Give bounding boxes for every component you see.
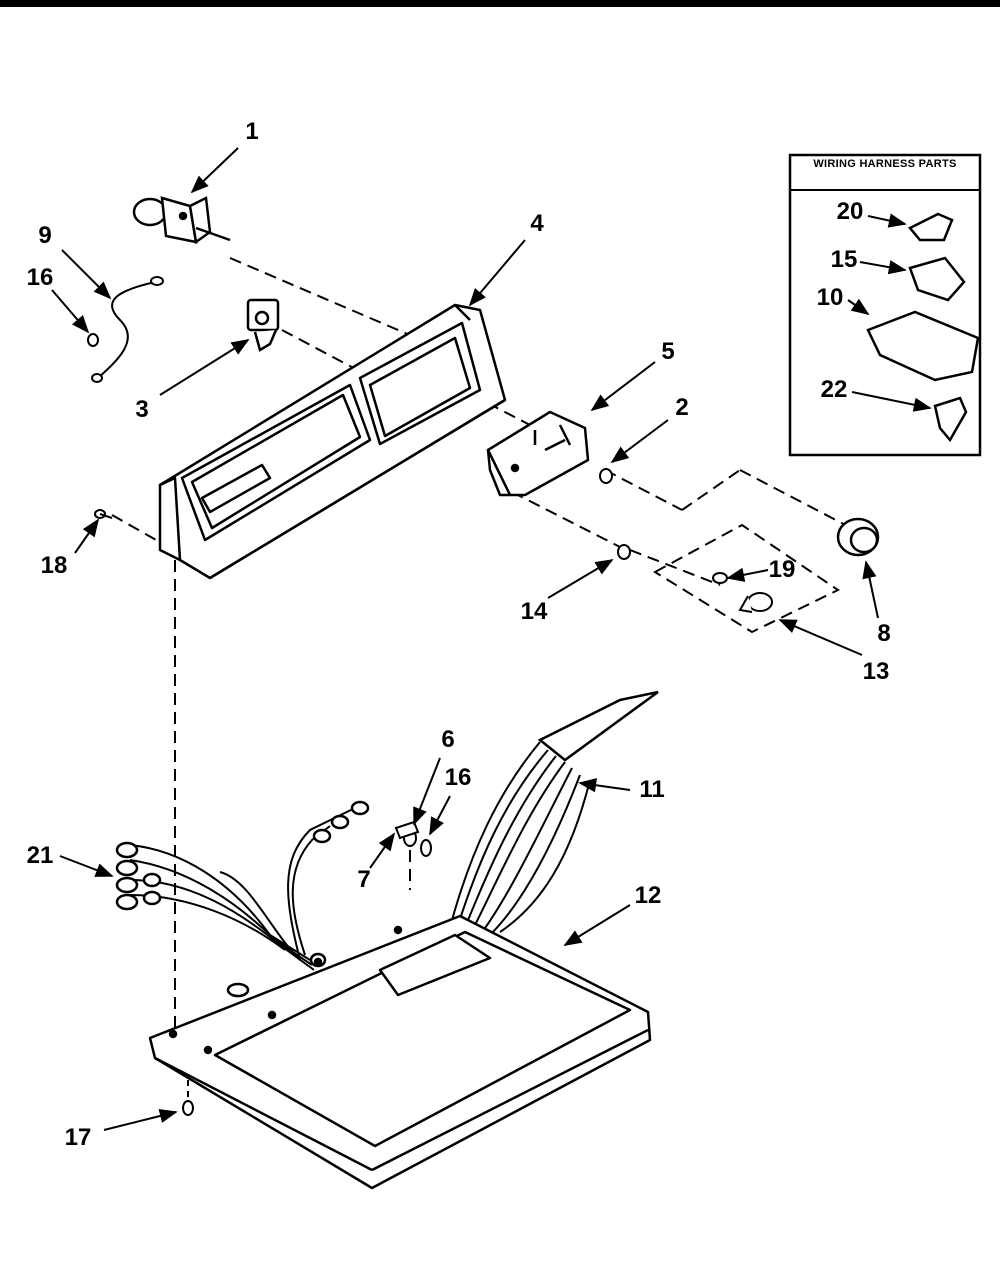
callout-9: 9 — [38, 222, 52, 249]
callout-8: 8 — [877, 620, 891, 647]
callout-6: 6 — [441, 726, 455, 753]
callout-16-panel: 16 — [444, 764, 472, 791]
screws — [95, 469, 630, 559]
part-1-switch — [134, 198, 230, 242]
callout-17: 17 — [64, 1124, 92, 1151]
callout-1: 1 — [245, 118, 259, 145]
callout-7: 7 — [357, 866, 371, 893]
part-3-switch — [248, 300, 278, 350]
callout-13: 13 — [862, 658, 890, 685]
wiring-harness-title: WIRING HARNESS PARTS — [813, 158, 957, 170]
leader-arrows — [52, 148, 932, 1130]
part-11-main-harness — [448, 692, 658, 935]
parts-6-7-16 — [396, 822, 431, 856]
part-4-console — [160, 305, 505, 578]
part-21-harness — [117, 802, 368, 970]
callout-19: 19 — [768, 556, 796, 583]
part-19-13 — [713, 573, 772, 612]
part-8-knob — [838, 519, 878, 555]
callout-2: 2 — [675, 394, 689, 421]
callout-16-cord: 16 — [26, 264, 54, 291]
callout-22: 22 — [820, 376, 848, 403]
part-9-cord — [88, 277, 163, 382]
callout-20: 20 — [836, 198, 864, 225]
part-17-screw — [183, 1080, 193, 1115]
callout-14: 14 — [520, 598, 548, 625]
callout-11: 11 — [639, 776, 665, 803]
top-border-rule — [0, 0, 1000, 7]
callout-10: 10 — [816, 284, 844, 311]
callout-5: 5 — [661, 338, 675, 365]
callout-18: 18 — [40, 552, 68, 579]
wiring-harness-box — [790, 155, 980, 455]
callout-21: 21 — [26, 842, 54, 869]
callout-3: 3 — [135, 396, 149, 423]
part-12-top-panel — [150, 916, 650, 1188]
callout-4: 4 — [530, 210, 544, 237]
part-5-dial — [488, 412, 588, 495]
callout-12: 12 — [634, 882, 662, 909]
callout-15: 15 — [830, 246, 858, 273]
